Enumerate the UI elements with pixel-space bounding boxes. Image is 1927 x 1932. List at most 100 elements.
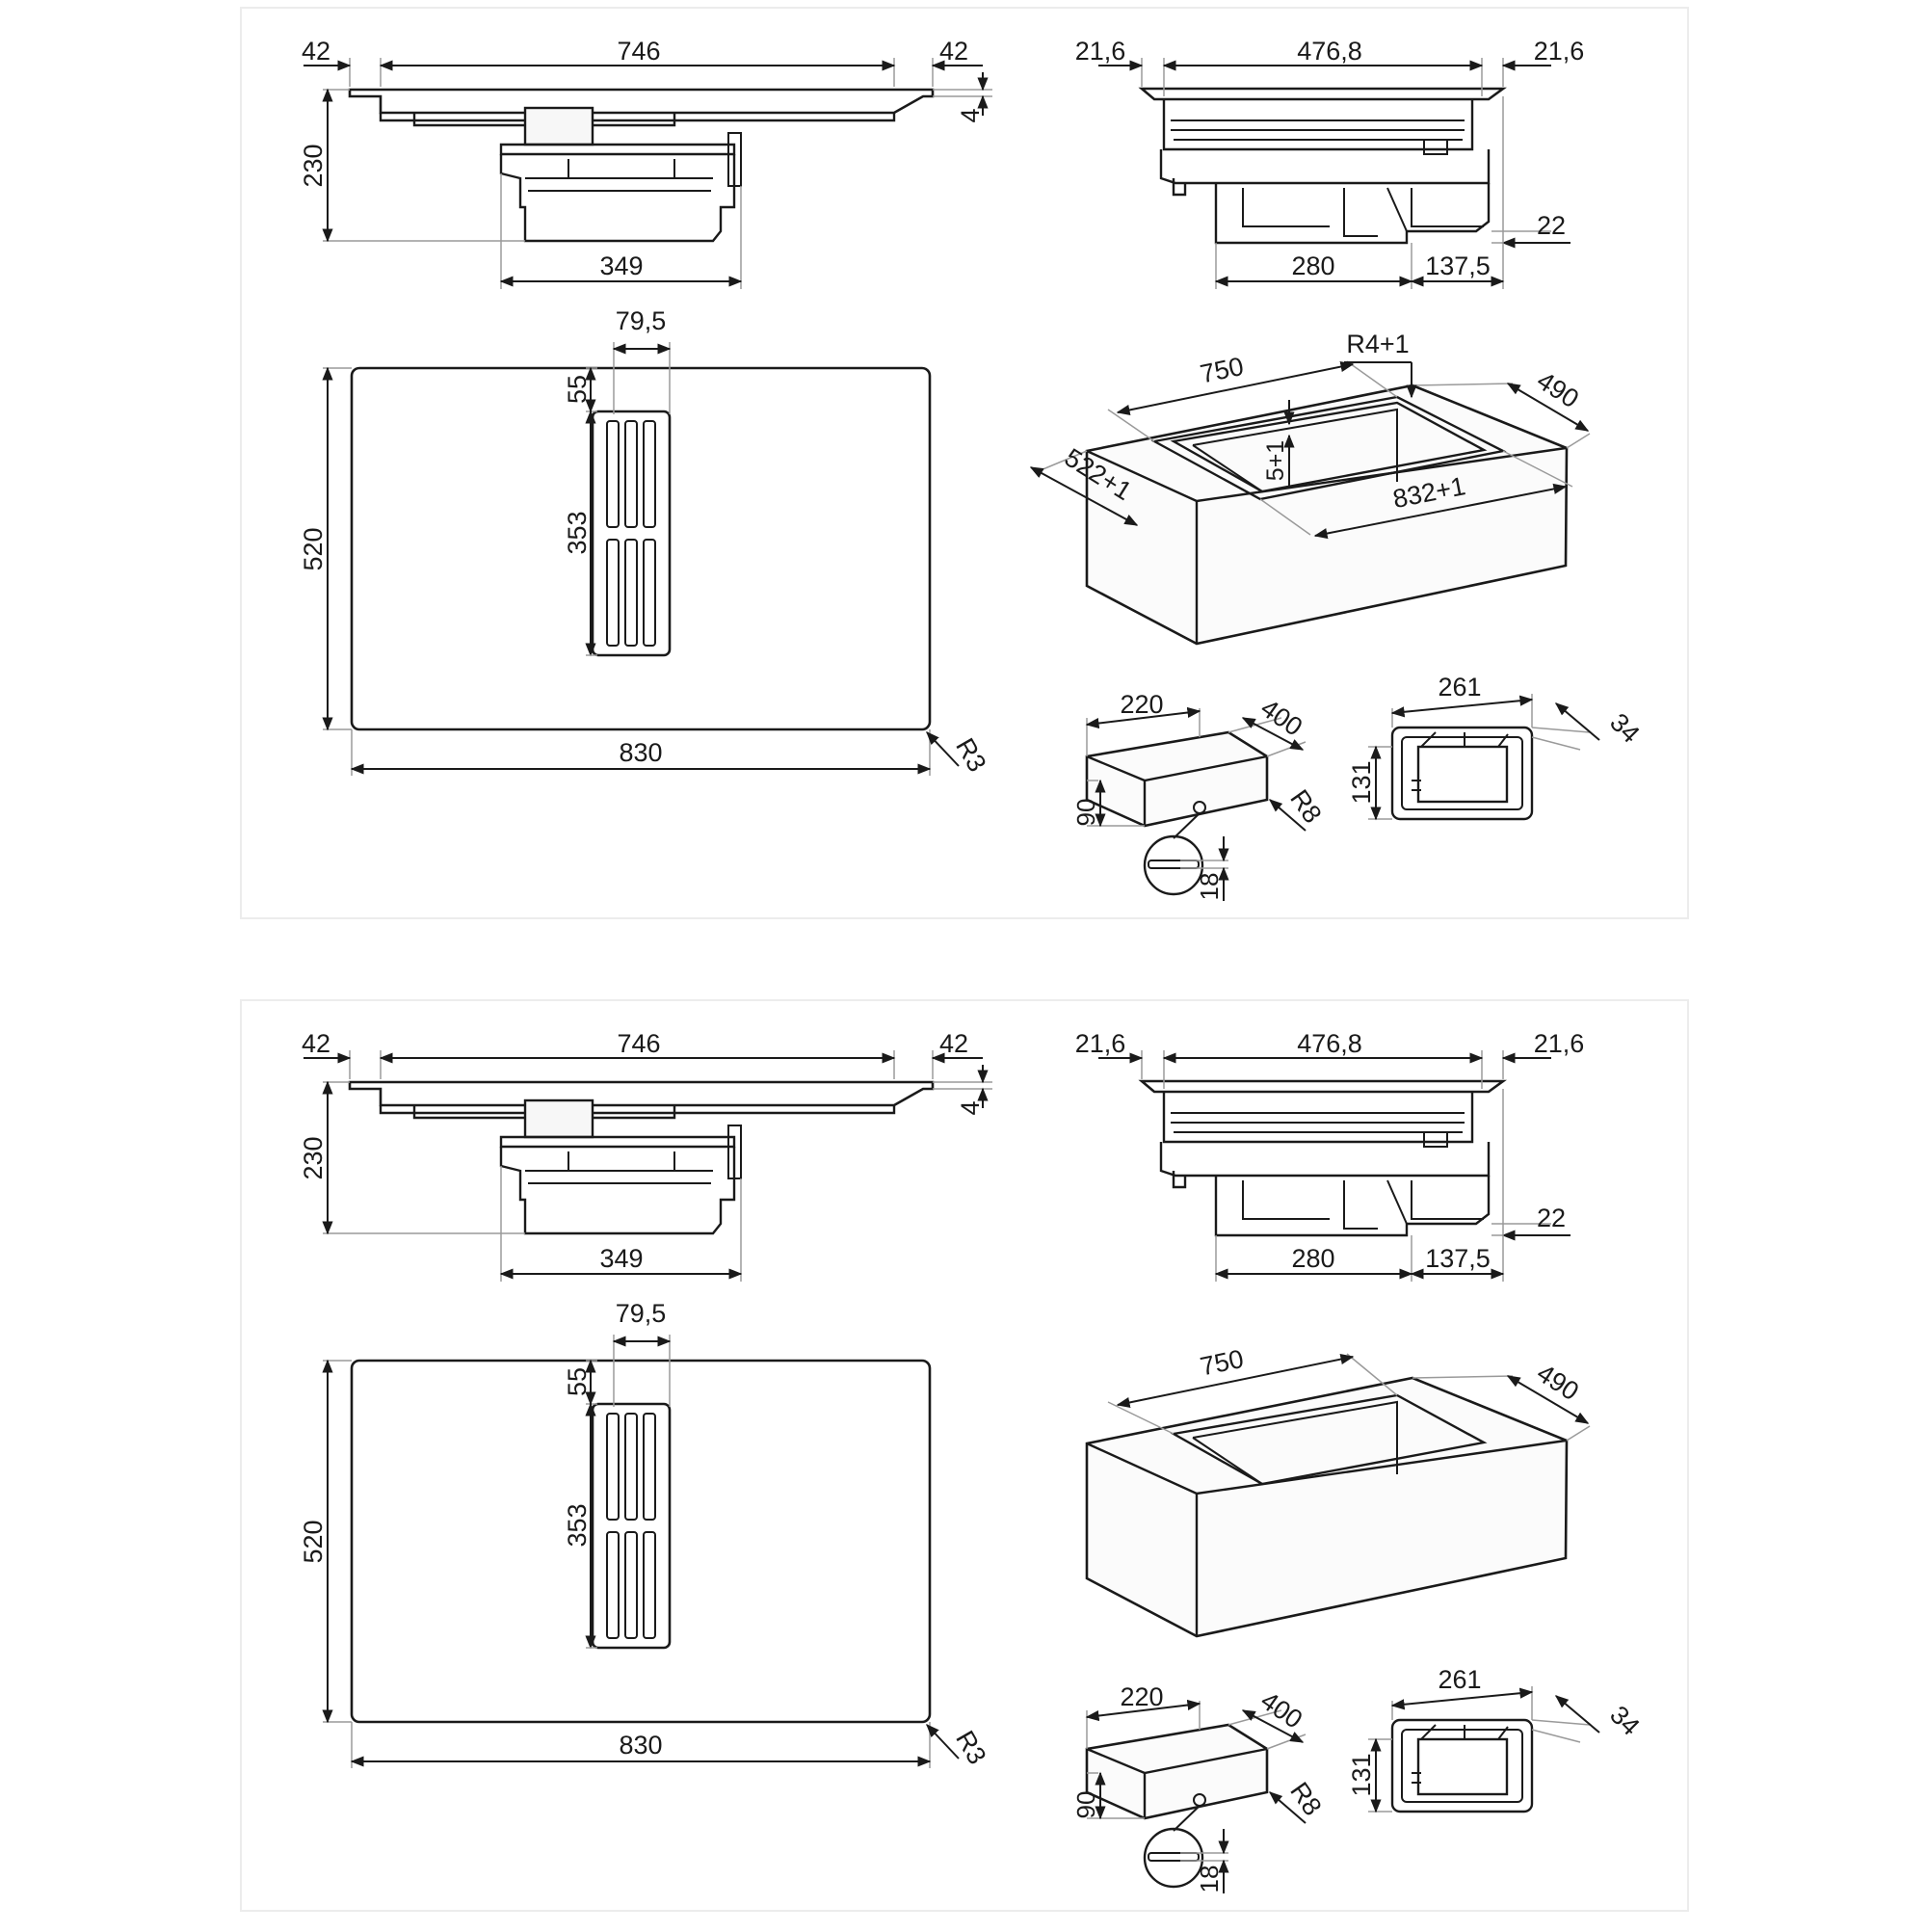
blower-plate	[499, 1135, 736, 1149]
dim-rear-offset: 137,5	[1425, 251, 1491, 280]
dim-cooktop-depth: 520	[299, 1520, 328, 1563]
dim-duct-width: 220	[1120, 690, 1163, 719]
dim-adapter-depth: 34	[1604, 1700, 1645, 1740]
dim-cooktop-width: 746	[617, 1029, 660, 1058]
dim-adapter-width: 261	[1438, 1665, 1481, 1694]
cutout-inner	[1192, 408, 1398, 492]
glass-top	[348, 1080, 935, 1107]
cutout-opening	[1170, 401, 1488, 493]
dim-corner-radius: R3	[950, 733, 991, 777]
front-motor-details	[1242, 1179, 1484, 1230]
dim-adapter-height: 131	[1347, 1753, 1376, 1796]
dim-motor-width: 349	[599, 1244, 643, 1273]
front-glass-top	[1138, 87, 1507, 101]
vent-grille	[591, 1402, 672, 1650]
dim-cutout-radius: R4+1	[1346, 330, 1409, 358]
detail-circle	[1143, 1827, 1204, 1889]
dim-cutout-width: 750	[1198, 1344, 1246, 1382]
adapter-flange	[1401, 1729, 1523, 1803]
dim-cooktop-width-plan: 830	[619, 1731, 662, 1760]
panel-2: 42 746 42 4 230 349	[240, 999, 1689, 1912]
dim-duct-width: 220	[1120, 1682, 1163, 1711]
adapter-opening	[1416, 1737, 1509, 1796]
vent-slots	[606, 1413, 656, 1639]
front-foot	[1172, 178, 1187, 197]
dim-rebate-depth: 5+1	[1262, 440, 1289, 481]
motor-unit	[499, 1147, 736, 1235]
front-base	[1159, 1142, 1491, 1178]
cooktop-underside	[412, 1105, 676, 1120]
vent-grille	[591, 410, 672, 657]
dim-cooktop-width: 746	[617, 37, 660, 66]
dim-front-width: 476,8	[1297, 1029, 1362, 1058]
cooktop-frame	[379, 113, 896, 122]
duct-body	[1085, 1723, 1269, 1820]
dim-motor-width: 349	[599, 251, 643, 280]
adapter-clips	[1412, 731, 1509, 791]
cutout-isometric: 750 490	[1085, 1344, 1591, 1638]
cutout-isometric: 750 490 R4+1 5+1 522+1 832+1	[1029, 330, 1591, 646]
dim-right-overhang: 42	[939, 37, 968, 66]
front-connector	[1423, 1131, 1448, 1148]
dim-duct-length: 400	[1255, 1685, 1307, 1734]
dim-front-width: 476,8	[1297, 37, 1362, 66]
dim-rear-offset: 137,5	[1425, 1244, 1491, 1273]
blower-housing	[523, 106, 594, 146]
dim-duct-clearance: 18	[1195, 873, 1224, 901]
duct-isometric: 220 400 90 R8 18	[1071, 690, 1328, 901]
dim-cutout-width: 750	[1198, 352, 1246, 389]
adapter-outer	[1390, 1718, 1534, 1813]
duct-edges	[1086, 754, 1268, 826]
cooktop-front-view: 21,6 476,8 21,6 22 280 137,5	[1075, 37, 1585, 289]
dim-front-right-overhang: 21,6	[1534, 37, 1585, 66]
front-frame-ribs	[1171, 1112, 1465, 1133]
dim-cooktop-width-plan: 830	[619, 738, 662, 767]
detail-circle	[1143, 834, 1204, 896]
dim-right-overhang: 42	[939, 1029, 968, 1058]
cooktop-side-view: 42 746 42 4 230 349	[299, 37, 992, 289]
dim-corner-radius: R3	[950, 1726, 991, 1769]
dim-duct-radius: R8	[1284, 1777, 1327, 1820]
front-motor	[1214, 1176, 1491, 1237]
vent-slots	[606, 420, 656, 647]
side-connector	[727, 1125, 742, 1179]
panel-1: 42 746 42 4 230 349	[240, 7, 1689, 919]
dim-adapter-height: 131	[1347, 760, 1376, 804]
glass-top	[348, 88, 935, 115]
dim-duct-radius: R8	[1284, 784, 1327, 828]
dim-cooktop-height: 230	[299, 1136, 328, 1179]
motor-details	[525, 1151, 713, 1184]
panel-border	[240, 999, 1689, 1912]
dim-vent-offset: 55	[563, 375, 592, 404]
adapter-clips	[1412, 1724, 1509, 1784]
dim-bottom-offset: 22	[1537, 211, 1566, 240]
blower-housing	[523, 1098, 594, 1139]
dim-vent-length: 353	[563, 1503, 592, 1547]
block-edges	[1086, 1439, 1567, 1636]
side-connector	[727, 132, 742, 187]
dim-glass-thickness: 4	[956, 108, 985, 122]
adapter-outer	[1390, 726, 1534, 821]
front-foot	[1172, 1171, 1187, 1189]
dim-left-overhang: 42	[302, 1029, 330, 1058]
cooktop-side-view: 42 746 42 4 230 349	[299, 1029, 992, 1282]
dim-duct-height: 90	[1071, 1791, 1100, 1819]
dim-duct-height: 90	[1071, 799, 1100, 827]
dim-front-right-overhang: 21,6	[1534, 1029, 1585, 1058]
dim-front-left-overhang: 21,6	[1075, 37, 1126, 66]
cutout-opening	[1170, 1393, 1488, 1486]
dim-front-left-overhang: 21,6	[1075, 1029, 1126, 1058]
adapter-opening	[1416, 745, 1509, 804]
dim-cutout-depth: 490	[1532, 1359, 1584, 1407]
dim-adapter-width: 261	[1438, 673, 1481, 701]
worktop-block	[1085, 1376, 1569, 1638]
duct-edges	[1086, 1747, 1268, 1818]
dim-cooktop-depth: 520	[299, 527, 328, 570]
duct-body	[1085, 730, 1269, 828]
adapter-flange	[1401, 736, 1523, 810]
dim-adapter-depth: 34	[1604, 707, 1645, 748]
dim-left-overhang: 42	[302, 37, 330, 66]
dim-cutout-depth: 490	[1532, 366, 1584, 414]
